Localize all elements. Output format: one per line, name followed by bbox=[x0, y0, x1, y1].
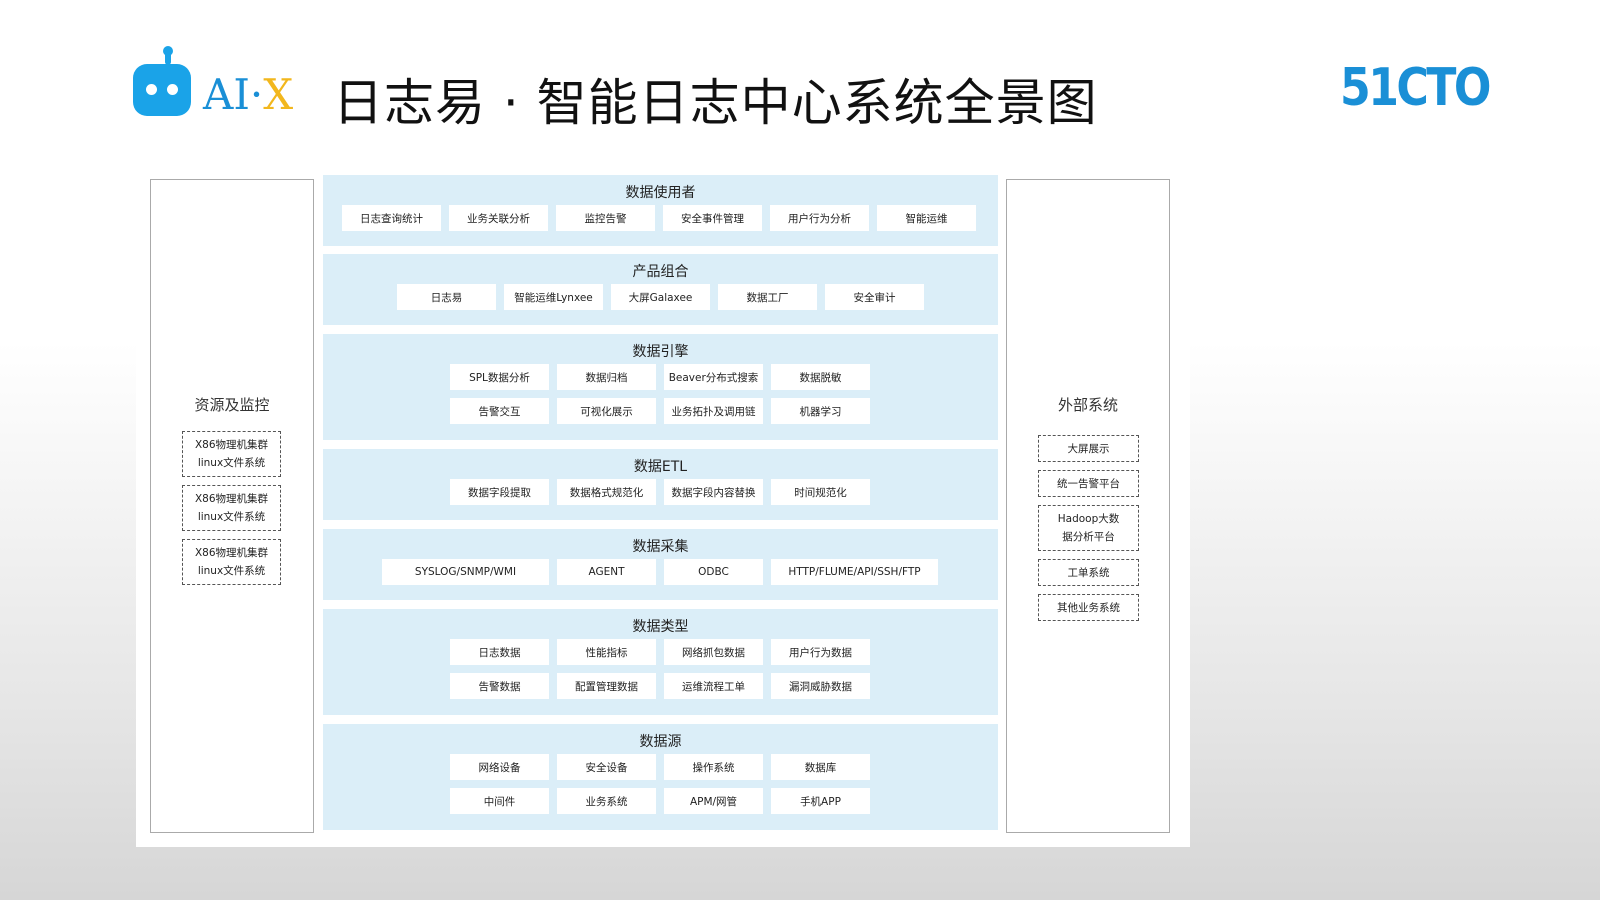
external-system-box: 大屏展示 bbox=[1038, 435, 1139, 462]
layer-item: 网络抓包数据 bbox=[664, 639, 763, 665]
layer-title: 数据源 bbox=[639, 734, 682, 750]
layer-title: 数据采集 bbox=[632, 539, 689, 555]
layer-item: 告警数据 bbox=[450, 673, 549, 699]
layer-item: 数据格式规范化 bbox=[557, 479, 656, 505]
layer-data-types: 数据类型 日志数据 性能指标 网络抓包数据 用户行为数据 告警数据 配置管理数据… bbox=[323, 609, 998, 715]
layer-item: 业务系统 bbox=[557, 788, 656, 814]
layer-item: 安全审计 bbox=[825, 284, 924, 310]
layer-item: 告警交互 bbox=[450, 398, 549, 424]
layer-title: 产品组合 bbox=[632, 264, 689, 280]
layer-item: 手机APP bbox=[771, 788, 870, 814]
robot-icon bbox=[133, 46, 191, 116]
layer-item: 网络设备 bbox=[450, 754, 549, 780]
layer-item: 安全设备 bbox=[557, 754, 656, 780]
resources-monitoring-panel: 资源及监控 X86物理机集群 linux文件系统 X86物理机集群 linux文… bbox=[150, 179, 314, 833]
layer-item: 机器学习 bbox=[771, 398, 870, 424]
layer-item: 运维流程工单 bbox=[664, 673, 763, 699]
external-systems-panel: 外部系统 大屏展示 统一告警平台 Hadoop大数 据分析平台 工单系统 其他业… bbox=[1006, 179, 1170, 833]
layer-item: 业务拓扑及调用链 bbox=[664, 398, 763, 424]
layer-item: 业务关联分析 bbox=[449, 205, 548, 231]
architecture-diagram: 资源及监控 X86物理机集群 linux文件系统 X86物理机集群 linux文… bbox=[136, 171, 1190, 847]
layer-item: 可视化展示 bbox=[557, 398, 656, 424]
layer-item: 中间件 bbox=[450, 788, 549, 814]
layer-title: 数据ETL bbox=[633, 459, 688, 475]
layer-item: 日志查询统计 bbox=[342, 205, 441, 231]
layer-item: 大屏Galaxee bbox=[611, 284, 710, 310]
layer-title: 数据类型 bbox=[632, 619, 689, 635]
layer-item: ODBC bbox=[664, 559, 763, 585]
layer-item: 性能指标 bbox=[557, 639, 656, 665]
layer-item: SYSLOG/SNMP/WMI bbox=[382, 559, 549, 585]
layer-item: 配置管理数据 bbox=[557, 673, 656, 699]
brand-logo-51cto: 51CTO bbox=[1340, 58, 1491, 118]
layer-data-engine: 数据引擎 SPL数据分析 数据归档 Beaver分布式搜索 数据脱敏 告警交互 … bbox=[323, 334, 998, 440]
external-system-box: Hadoop大数 据分析平台 bbox=[1038, 505, 1139, 551]
layer-item: 智能运维 bbox=[877, 205, 976, 231]
layer-item: Beaver分布式搜索 bbox=[664, 364, 763, 390]
layer-item: 智能运维Lynxee bbox=[504, 284, 603, 310]
layer-item: 数据工厂 bbox=[718, 284, 817, 310]
layer-data-sources: 数据源 网络设备 安全设备 操作系统 数据库 中间件 业务系统 APM/网管 手… bbox=[323, 724, 998, 830]
layer-item: AGENT bbox=[557, 559, 656, 585]
layer-item: 日志数据 bbox=[450, 639, 549, 665]
layer-title: 数据引擎 bbox=[632, 344, 689, 360]
layer-item: 数据字段提取 bbox=[450, 479, 549, 505]
resource-box: X86物理机集群 linux文件系统 bbox=[182, 431, 281, 477]
resource-box: X86物理机集群 linux文件系统 bbox=[182, 485, 281, 531]
layer-item: 安全事件管理 bbox=[663, 205, 762, 231]
layer-data-collection: 数据采集 SYSLOG/SNMP/WMI AGENT ODBC HTTP/FLU… bbox=[323, 529, 998, 600]
layer-data-consumers: 数据使用者 日志查询统计 业务关联分析 监控告警 安全事件管理 用户行为分析 智… bbox=[323, 175, 998, 246]
resources-monitoring-title: 资源及监控 bbox=[194, 396, 270, 414]
layer-item: 数据库 bbox=[771, 754, 870, 780]
layer-product-suite: 产品组合 日志易 智能运维Lynxee 大屏Galaxee 数据工厂 安全审计 bbox=[323, 254, 998, 325]
layer-item: 操作系统 bbox=[664, 754, 763, 780]
layer-item: SPL数据分析 bbox=[450, 364, 549, 390]
layer-item: HTTP/FLUME/API/SSH/FTP bbox=[771, 559, 938, 585]
layer-item: 用户行为分析 bbox=[770, 205, 869, 231]
external-system-box: 统一告警平台 bbox=[1038, 470, 1139, 497]
layer-item: 数据脱敏 bbox=[771, 364, 870, 390]
aix-logo: AI·X bbox=[133, 46, 303, 120]
layer-item: 数据归档 bbox=[557, 364, 656, 390]
external-systems-title: 外部系统 bbox=[1057, 396, 1118, 414]
layer-item: APM/网管 bbox=[664, 788, 763, 814]
external-system-box: 工单系统 bbox=[1038, 559, 1139, 586]
layer-item: 日志易 bbox=[397, 284, 496, 310]
layer-item: 用户行为数据 bbox=[771, 639, 870, 665]
layer-item: 监控告警 bbox=[556, 205, 655, 231]
logo-text: AI·X bbox=[203, 70, 294, 119]
layer-title: 数据使用者 bbox=[625, 185, 696, 201]
layer-item: 漏洞威胁数据 bbox=[771, 673, 870, 699]
resource-box: X86物理机集群 linux文件系统 bbox=[182, 539, 281, 585]
layer-data-etl: 数据ETL 数据字段提取 数据格式规范化 数据字段内容替换 时间规范化 bbox=[323, 449, 998, 520]
page-title: 日志易 · 智能日志中心系统全景图 bbox=[333, 74, 1098, 132]
layer-item: 时间规范化 bbox=[771, 479, 870, 505]
external-system-box: 其他业务系统 bbox=[1038, 594, 1139, 621]
layer-item: 数据字段内容替换 bbox=[664, 479, 763, 505]
